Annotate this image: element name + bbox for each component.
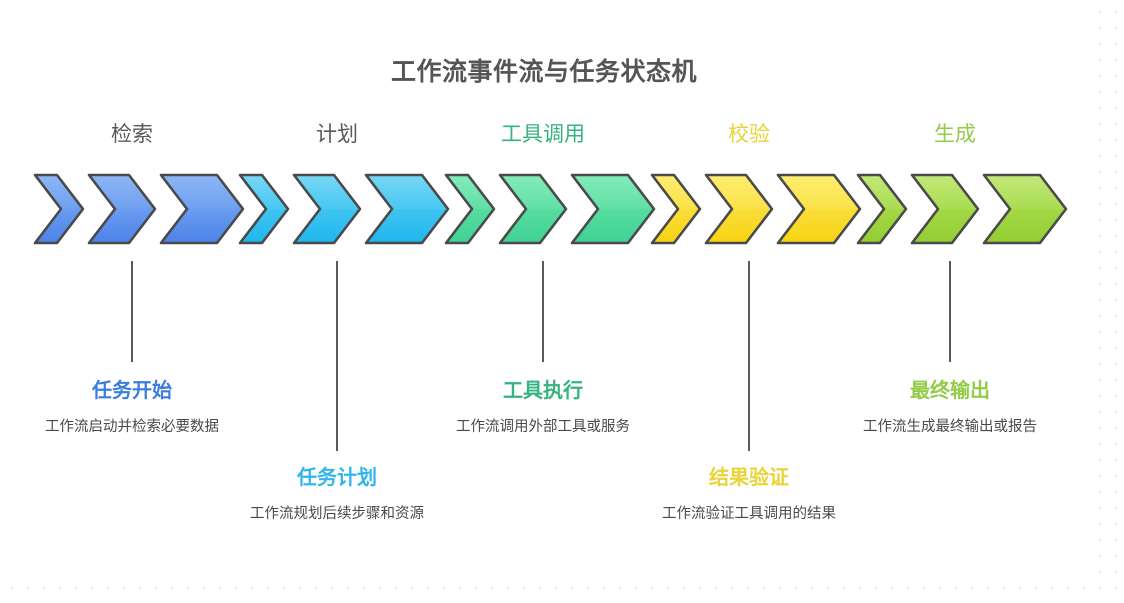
chevron-group-generation: [840, 172, 1070, 246]
connector-line-retrieval: [131, 261, 133, 362]
chevron-group-planning: [222, 172, 452, 246]
caption-title-retrieval: 任务开始: [92, 380, 172, 402]
connector-line-generation: [949, 261, 951, 362]
caption-desc-generation: 工作流生成最终输出或报告: [863, 419, 1037, 435]
caption-desc-tool-call: 工作流调用外部工具或服务: [456, 419, 630, 435]
page-title: 工作流事件流与任务状态机: [390, 58, 697, 86]
caption-tool-call: 工具执行 工作流调用外部工具或服务: [428, 374, 658, 438]
step-planning[interactable]: 计划 任务计划 工作流规划后续步骤和资源: [222, 0, 452, 603]
caption-desc-validation: 工作流验证工具调用的结果: [662, 506, 836, 522]
step-header-generation: 生成: [934, 123, 976, 146]
step-header-validation: 校验: [728, 123, 770, 146]
step-tool-call[interactable]: 工具调用 工具执行 工作流调用外部工具或服务: [428, 0, 658, 603]
caption-generation: 最终输出 工作流生成最终输出或报告: [835, 374, 1065, 438]
step-validation[interactable]: 校验 结果验证 工作流验证工具调用的结果: [634, 0, 864, 603]
chevron-group-tool-call: [428, 172, 658, 246]
caption-title-tool-call: 工具执行: [503, 380, 583, 402]
caption-desc-retrieval: 工作流启动并检索必要数据: [45, 419, 219, 435]
step-header-retrieval: 检索: [111, 123, 153, 146]
caption-title-planning: 任务计划: [297, 467, 377, 489]
connector-line-tool-call: [542, 261, 544, 362]
chevron-group-retrieval: [17, 172, 247, 246]
caption-title-generation: 最终输出: [910, 380, 990, 402]
page-background-wash: [0, 0, 1088, 580]
caption-planning: 任务计划 工作流规划后续步骤和资源: [222, 461, 452, 525]
step-retrieval[interactable]: 检索 任务开始 工作流启动并检索必要数据: [17, 0, 247, 603]
connector-line-planning: [336, 261, 338, 451]
step-header-planning: 计划: [316, 123, 358, 146]
caption-desc-planning: 工作流规划后续步骤和资源: [250, 506, 424, 522]
caption-retrieval: 任务开始 工作流启动并检索必要数据: [17, 374, 247, 438]
chevron-group-validation: [634, 172, 864, 246]
caption-validation: 结果验证 工作流验证工具调用的结果: [634, 461, 864, 525]
connector-line-validation: [748, 261, 750, 451]
caption-title-validation: 结果验证: [709, 467, 789, 489]
step-generation[interactable]: 生成 最终输出 工作流生成最终输出或报告: [840, 0, 1070, 603]
step-header-tool-call: 工具调用: [501, 123, 585, 146]
